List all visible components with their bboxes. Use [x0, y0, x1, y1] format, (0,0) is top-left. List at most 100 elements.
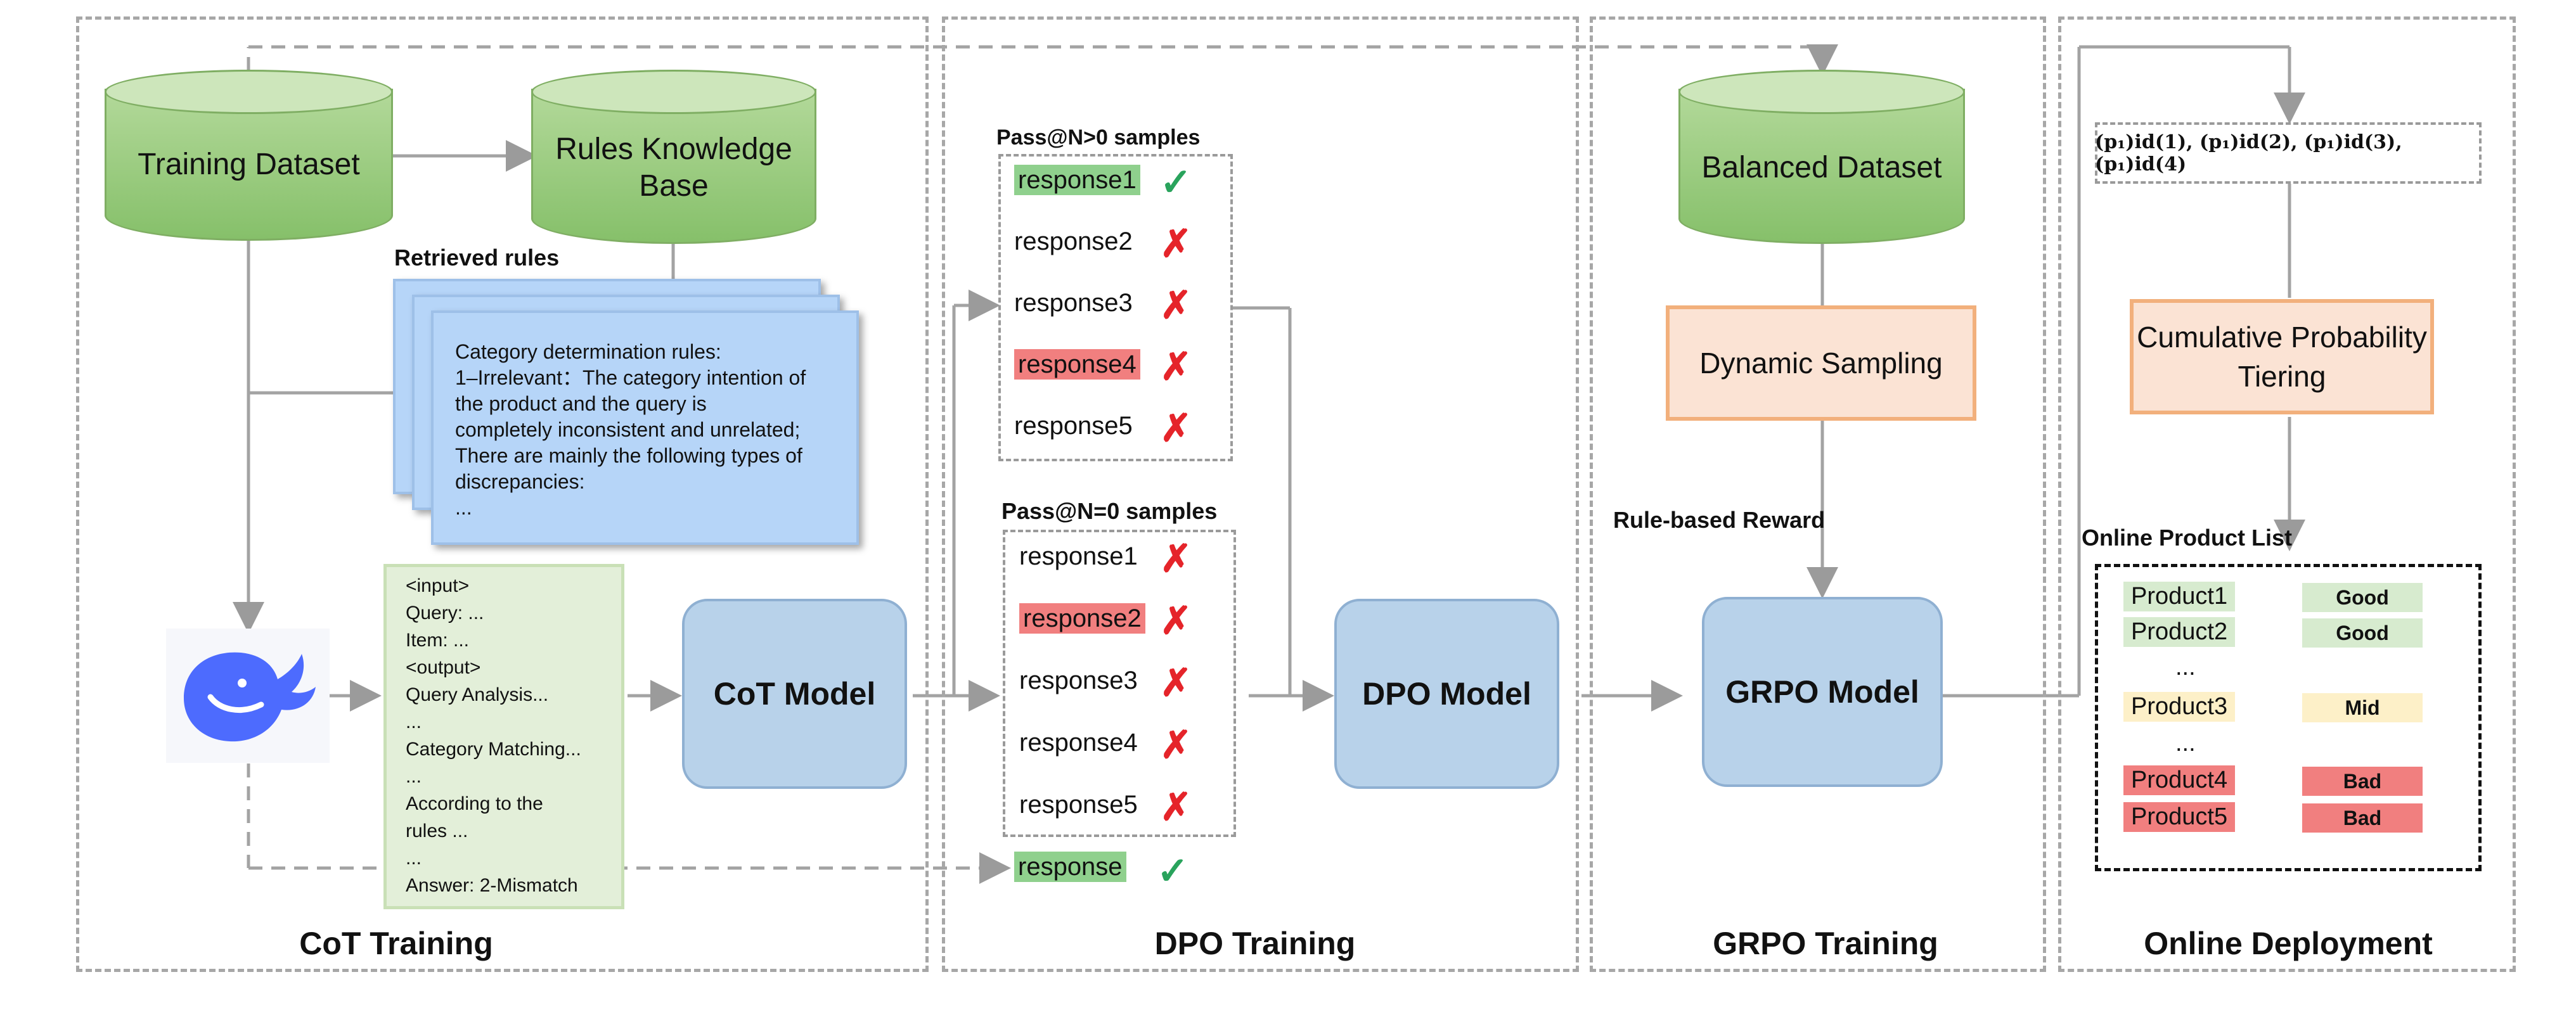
product-name: Product2	[2123, 617, 2236, 647]
section-title-grpo: GRPO Training	[1713, 926, 1938, 961]
cot-line: Answer: 2-Mismatch	[406, 875, 578, 896]
response-item: response3	[1019, 667, 1138, 695]
rules-line: There are mainly the following types of	[455, 444, 802, 467]
response-item: response2	[1019, 603, 1145, 634]
pass-eq0-box	[1003, 530, 1236, 837]
response-item: response1	[1019, 542, 1138, 571]
pass-eq0-label: Pass@N=0 samples	[1001, 498, 1218, 524]
pass-gt0-label: Pass@N>0 samples	[996, 125, 1201, 150]
check-icon: ✓	[1160, 161, 1192, 203]
rules-line: the product and the query is	[455, 392, 707, 415]
section-title-dpo: DPO Training	[1154, 926, 1356, 961]
pass-gt0-box	[998, 154, 1233, 461]
grade-badge: Bad	[2302, 803, 2423, 833]
correct-response-text: response	[1014, 852, 1126, 882]
reward-label: Rule-based Reward	[1613, 507, 1826, 533]
cot-line: ...	[406, 712, 422, 732]
correct-response: response	[1014, 852, 1126, 882]
cross-icon: ✗	[1160, 537, 1192, 580]
cot-line: <input>	[406, 575, 470, 596]
response-item: response4	[1019, 729, 1138, 757]
response-text: response3	[1019, 667, 1138, 694]
cross-icon: ✗	[1160, 599, 1192, 642]
probability-formula: (p₁)id(1), (p₁)id(2), (p₁)id(3), (p₁)id(…	[2095, 131, 2402, 176]
section-title-cot: CoT Training	[299, 926, 493, 961]
product-name: Product3	[2123, 692, 2236, 722]
rules-kb-label: Rules Knowledge Base	[555, 132, 792, 203]
response-text: response1	[1014, 165, 1140, 195]
whale-icon	[184, 652, 316, 742]
cross-icon: ✗	[1160, 786, 1192, 828]
training-dataset-label: Training Dataset	[138, 148, 360, 181]
rules-card-front	[431, 310, 859, 545]
response-item: response2	[1014, 227, 1133, 256]
rules-line: Category determination rules:	[455, 340, 721, 363]
grade-badge: Mid	[2302, 693, 2423, 722]
response-item: response5	[1019, 791, 1138, 819]
cot-model: CoT Model	[682, 599, 907, 789]
rules-line: ...	[455, 496, 472, 519]
cot-line: <output>	[406, 657, 481, 678]
balanced-dataset-body	[1678, 89, 1965, 244]
ellipsis: ...	[2175, 730, 2196, 757]
dpo-model: DPO Model	[1334, 599, 1559, 789]
rules-line: discrepancies:	[455, 470, 585, 493]
ellipsis: ...	[2175, 654, 2196, 681]
panel-dpo-training	[942, 16, 1579, 972]
section-title-deployment: Online Deployment	[2144, 926, 2433, 961]
panel-cot-training	[76, 16, 929, 972]
cot-line: ...	[406, 766, 422, 787]
product-name: Product4	[2123, 765, 2236, 795]
cot-example-box	[383, 564, 624, 909]
product-list-label: Online Product List	[2082, 525, 2293, 551]
cot-line: Query Analysis...	[406, 684, 549, 705]
rules-line: 1–Irrelevant：The category intention of	[455, 366, 806, 389]
response-text: response2	[1014, 227, 1133, 255]
cot-line: According to the	[406, 793, 543, 814]
cot-line: Item: ...	[406, 630, 470, 651]
cot-line: ...	[406, 848, 422, 869]
rules-kb-top	[531, 70, 816, 114]
balanced-dataset-top	[1678, 70, 1965, 114]
rules-line: completely inconsistent and unrelated;	[455, 418, 801, 441]
training-dataset-top	[105, 70, 393, 114]
cot-line: Query: ...	[406, 603, 484, 623]
grade-badge: Good	[2302, 618, 2423, 648]
response-item: response1	[1014, 165, 1140, 195]
cross-icon: ✗	[1160, 407, 1192, 449]
cross-icon: ✗	[1160, 724, 1192, 766]
cross-icon: ✗	[1160, 345, 1192, 388]
balanced-dataset-label: Balanced Dataset	[1701, 151, 1942, 184]
response-item: response5	[1014, 412, 1133, 440]
retrieved-rules-label: Retrieved rules	[394, 245, 560, 271]
cross-icon: ✗	[1160, 284, 1192, 326]
response-text: response5	[1014, 412, 1133, 440]
response-text: response1	[1019, 542, 1138, 570]
rules-text: Category determination rules: 1–Irreleva…	[455, 339, 867, 521]
product-name: Product5	[2123, 802, 2236, 832]
dynamic-sampling-box: Dynamic Sampling	[1666, 305, 1976, 421]
response-text: response5	[1019, 791, 1138, 819]
cross-icon: ✗	[1160, 222, 1192, 265]
panel-grpo-training	[1590, 16, 2046, 972]
product-name: Product1	[2123, 582, 2236, 611]
response-item: response4	[1014, 349, 1140, 380]
cross-icon: ✗	[1160, 662, 1192, 704]
product-list-box	[2095, 564, 2482, 871]
cot-line: Category Matching...	[406, 739, 581, 760]
cot-line: rules ...	[406, 821, 468, 841]
tiering-box: Cumulative Probability Tiering	[2130, 299, 2434, 414]
grade-badge: Bad	[2302, 767, 2423, 796]
deepseek-logo	[166, 629, 330, 763]
response-text: response4	[1014, 349, 1140, 380]
grpo-model: GRPO Model	[1702, 597, 1943, 787]
response-text: response2	[1019, 603, 1145, 634]
response-text: response4	[1019, 729, 1138, 757]
probability-box	[2095, 122, 2482, 184]
rules-kb-body	[531, 89, 816, 244]
grade-badge: Good	[2302, 583, 2423, 612]
response-item: response3	[1014, 289, 1133, 317]
check-icon: ✓	[1157, 850, 1189, 892]
